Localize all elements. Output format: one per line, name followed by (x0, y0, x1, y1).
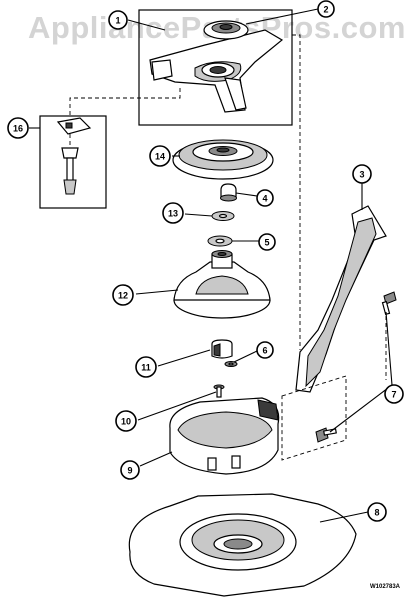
leader-8 (319, 511, 369, 523)
part-2-nut (203, 20, 249, 40)
leader-1 (127, 19, 166, 31)
part-5-washer (207, 235, 233, 247)
callout-6-label: 6 (262, 346, 267, 356)
callout-8-label: 8 (374, 508, 379, 518)
callout-14: 14 (149, 145, 171, 167)
leader-2 (245, 8, 319, 25)
callout-7: 7 (384, 384, 404, 404)
callout-7-label: 7 (391, 390, 396, 400)
callout-1-label: 1 (115, 16, 120, 26)
callout-3-label: 3 (359, 170, 364, 180)
leader-4 (235, 192, 258, 197)
leader-12 (135, 289, 179, 295)
callout-13: 13 (162, 202, 184, 224)
callout-4: 4 (256, 189, 274, 207)
diagram-code: W102783A (370, 584, 401, 590)
callout-8: 8 (367, 502, 387, 522)
part-8-base (128, 493, 357, 597)
leader-7 (385, 311, 393, 386)
callout-4-label: 4 (262, 194, 267, 204)
callout-13-label: 13 (168, 209, 178, 219)
guide-bolt-box (281, 375, 347, 461)
part-16-fastener (56, 117, 92, 195)
callout-2: 2 (317, 0, 335, 18)
part-13-washer (211, 211, 235, 221)
part-7-bolts (315, 291, 397, 443)
part-1-spider (149, 29, 284, 113)
callout-5-label: 5 (264, 238, 269, 248)
callout-2-label: 2 (323, 5, 328, 15)
callout-1: 1 (108, 10, 128, 30)
part-1-box (138, 9, 293, 126)
leader-9 (139, 451, 173, 467)
callout-10: 10 (115, 410, 137, 432)
part-9-shield (169, 397, 280, 475)
part-4-cap (220, 183, 237, 202)
part-12-housing (173, 250, 271, 319)
leader-11 (157, 349, 211, 367)
callout-11-label: 11 (141, 363, 151, 373)
callout-6: 6 (256, 341, 274, 359)
callout-10-label: 10 (121, 417, 131, 427)
callout-9: 9 (120, 460, 140, 480)
part-3-bracket (295, 205, 387, 393)
leader-10 (137, 391, 217, 421)
part-10-screw (213, 384, 225, 398)
callout-14-label: 14 (155, 152, 165, 162)
part-6-washer (224, 361, 238, 367)
callout-3: 3 (352, 164, 372, 184)
part-11-clutch (211, 339, 233, 359)
callout-12: 12 (112, 284, 134, 306)
leader-13 (184, 213, 213, 217)
guide-line-right (292, 34, 301, 350)
callout-16-label: 16 (13, 124, 23, 134)
leader-6 (233, 350, 258, 363)
leader-7b (329, 384, 393, 433)
callout-11: 11 (135, 356, 157, 378)
callout-12-label: 12 (118, 291, 128, 301)
callout-16: 16 (7, 117, 29, 139)
callout-9-label: 9 (127, 466, 132, 476)
part-14-pulley (172, 139, 274, 180)
guide-line-left (69, 88, 181, 118)
callout-5: 5 (258, 233, 276, 251)
part-16-box (39, 115, 107, 209)
